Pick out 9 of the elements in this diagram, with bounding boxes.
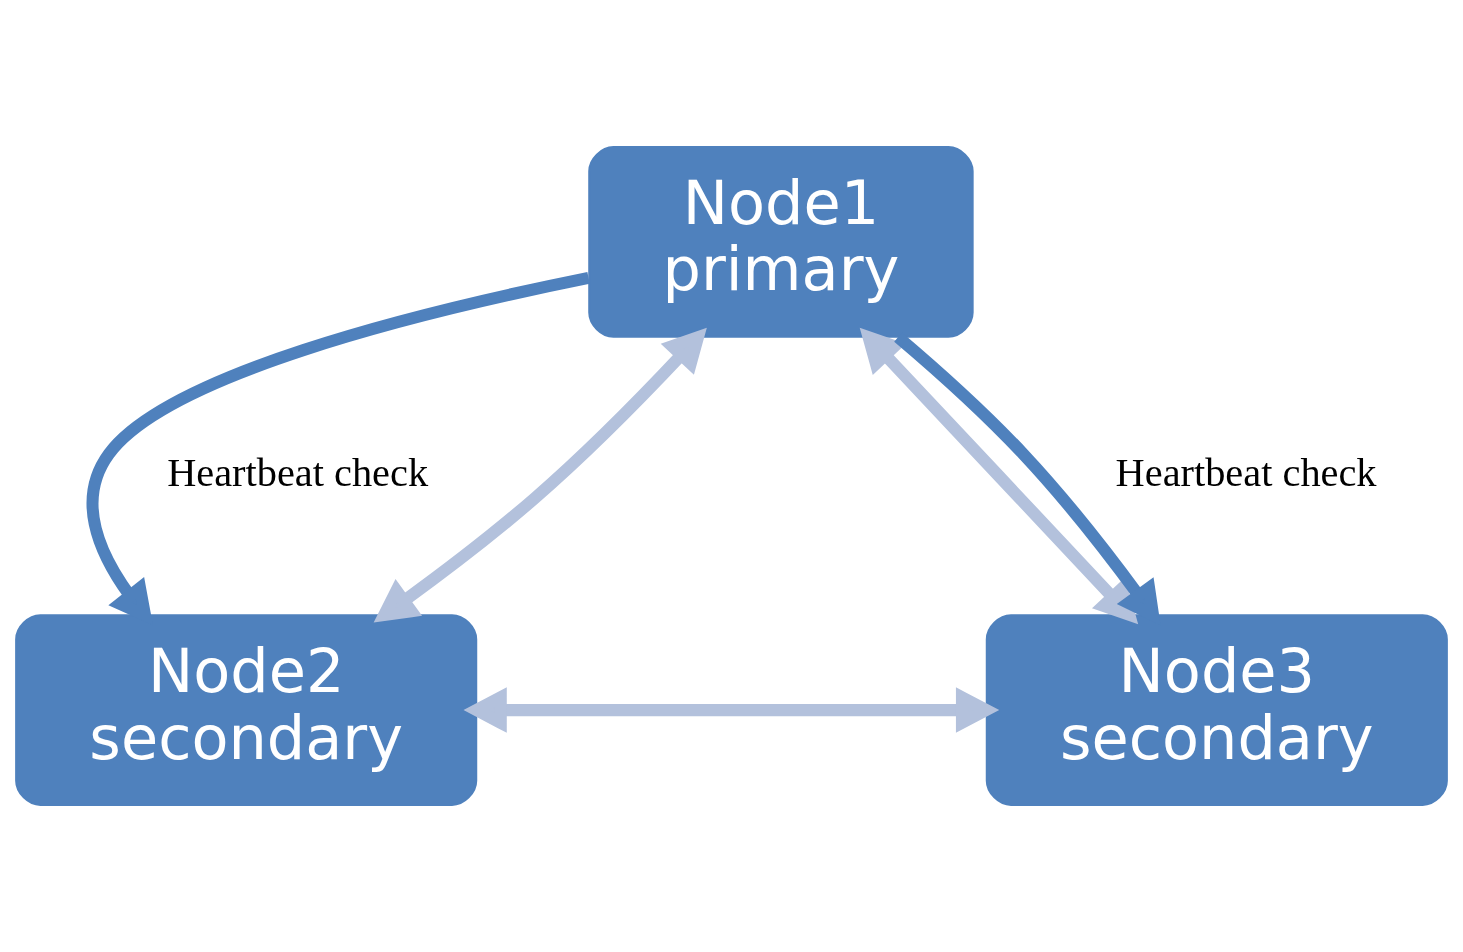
node-box: Node2 secondary [15,614,478,806]
arrow [86,272,590,626]
edge-label: Heartbeat check [1115,450,1377,496]
arrow [859,327,1139,625]
node-box: Node1 primary [588,146,974,338]
arrow [463,687,1000,733]
arrow [373,327,707,623]
node-box: Node3 secondary [985,614,1448,806]
edge-label: Heartbeat check [167,450,429,496]
